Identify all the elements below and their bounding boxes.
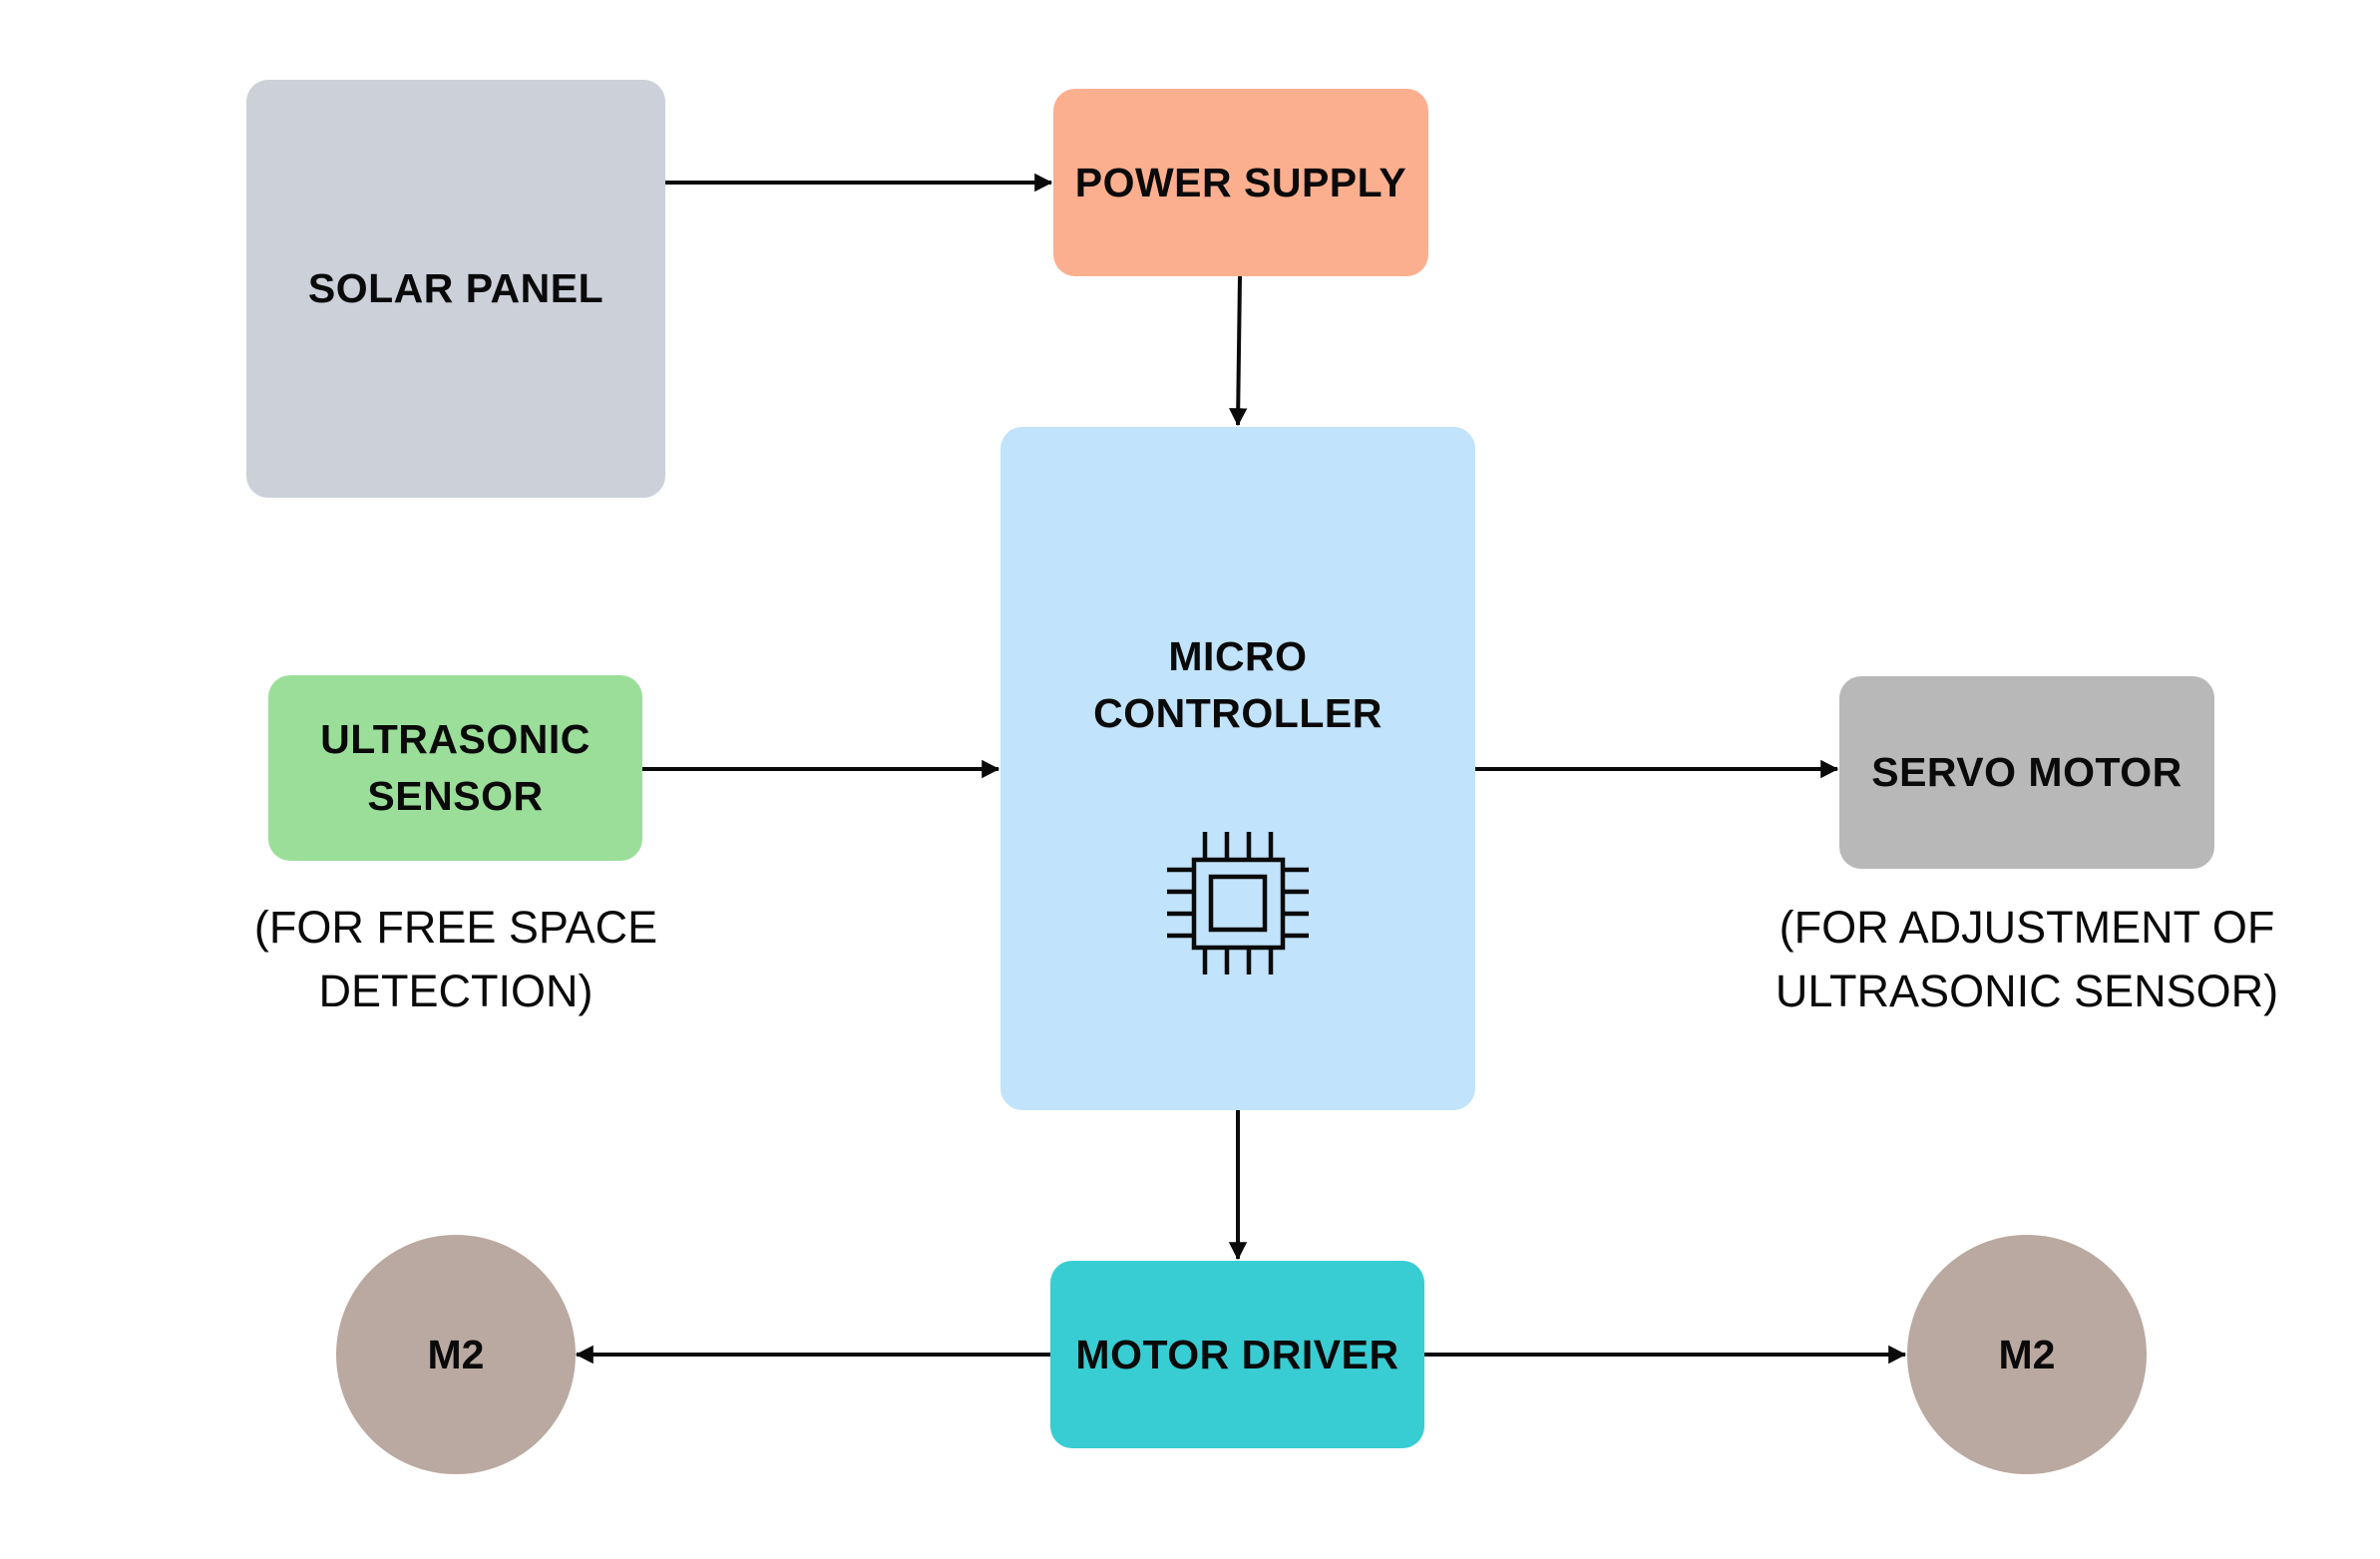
- servo-caption-line-1: (FOR ADJUSTMENT OF: [1779, 902, 2275, 953]
- ultrasonic-caption-line-1: (FOR FREE SPACE: [253, 902, 658, 953]
- right-motor-label: M2: [1998, 1331, 2056, 1377]
- arrow-power-to-microcontroller: [1229, 275, 1248, 427]
- ultrasonic-sensor-block: ULTRASONIC SENSOR: [268, 675, 642, 861]
- microchip-icon: [1167, 832, 1309, 974]
- motor-driver-label: MOTOR DRIVER: [1075, 1331, 1399, 1377]
- motor-driver-block: MOTOR DRIVER: [1050, 1261, 1424, 1448]
- servo-motor-caption: (FOR ADJUSTMENT OF ULTRASONIC SENSOR): [1728, 896, 2326, 1023]
- microcontroller-label-line-1: MICRO: [1168, 633, 1308, 679]
- ultrasonic-caption-line-2: DETECTION): [318, 966, 594, 1016]
- right-motor-circle: M2: [1907, 1235, 2147, 1474]
- microcontroller-block: MICRO CONTROLLER: [1000, 427, 1475, 1110]
- ultrasonic-sensor-label-line-1: ULTRASONIC: [320, 716, 591, 762]
- solar-panel-block: SOLAR PANEL: [246, 80, 665, 498]
- servo-motor-block: SERVO MOTOR: [1839, 676, 2214, 869]
- ultrasonic-sensor-label-line-2: SENSOR: [367, 773, 544, 819]
- microcontroller-label-line-2: CONTROLLER: [1093, 690, 1383, 736]
- servo-caption-line-2: ULTRASONIC SENSOR): [1775, 966, 2279, 1016]
- solar-panel-label: SOLAR PANEL: [307, 265, 604, 311]
- ultrasonic-sensor-caption: (FOR FREE SPACE DETECTION): [206, 896, 705, 1023]
- power-supply-label: POWER SUPPLY: [1074, 159, 1407, 205]
- left-motor-circle: M2: [336, 1235, 576, 1474]
- power-supply-block: POWER SUPPLY: [1053, 89, 1428, 276]
- left-motor-label: M2: [427, 1331, 485, 1377]
- servo-motor-label: SERVO MOTOR: [1871, 749, 2182, 795]
